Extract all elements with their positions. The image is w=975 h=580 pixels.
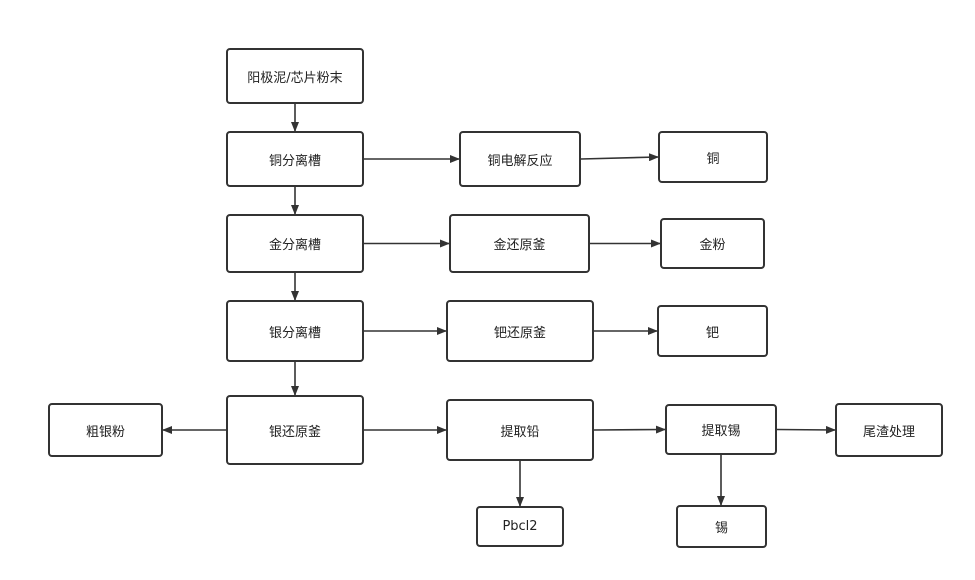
- node-label: 尾渣处理: [862, 424, 915, 440]
- node-tailings-treatment: 尾渣处理: [835, 403, 943, 457]
- node-gold-reduction-kettle: 金还原釜: [449, 214, 590, 273]
- edge-pb_ext-to-sn_ext: [593, 425, 666, 434]
- node-gold-separation-tank: 金分离槽: [226, 214, 364, 273]
- node-copper-separation-tank: 铜分离槽: [226, 131, 364, 187]
- node-label: 银分离槽: [268, 325, 321, 341]
- edge-cu_elec-to-cu: [580, 153, 659, 162]
- node-label: 金分离槽: [268, 238, 321, 253]
- node-gold-powder: 金粉: [660, 218, 765, 269]
- node-label: 银还原釜: [268, 424, 321, 440]
- node-label: 锡: [714, 521, 728, 536]
- node-crude-silver-powder: 粗银粉: [48, 403, 163, 457]
- node-silver-separation-tank: 银分离槽: [226, 300, 364, 362]
- node-label: 提取铅: [500, 424, 540, 440]
- node-label: 铜: [706, 151, 720, 167]
- edge-sn_ext-to-tailings: [776, 425, 836, 434]
- node-label: 钯: [705, 325, 719, 341]
- node-label: Pbcl2: [502, 519, 538, 534]
- node-label: 金粉: [699, 238, 726, 253]
- node-tin-extraction: 提取锡: [665, 404, 777, 455]
- node-label: 金还原釜: [493, 238, 546, 253]
- node-lead-extraction: 提取铅: [446, 399, 594, 461]
- node-silver-reduction-kettle: 银还原釜: [226, 395, 364, 465]
- node-copper-electrolysis: 铜电解反应: [459, 131, 581, 187]
- node-label: 提取锡: [701, 424, 741, 439]
- node-label: 铜电解反应: [487, 153, 553, 169]
- node-label: 阳极泥/芯片粉末: [247, 70, 343, 86]
- node-palladium-reduction-kettle: 钯还原釜: [446, 300, 594, 362]
- node-anode-mud: 阳极泥/芯片粉末: [226, 48, 364, 104]
- node-label: 粗银粉: [85, 424, 125, 440]
- node-label: 铜分离槽: [268, 153, 321, 169]
- node-label: 钯还原釜: [493, 325, 546, 341]
- node-tin: 锡: [676, 505, 767, 548]
- node-copper: 铜: [658, 131, 768, 183]
- node-palladium: 钯: [657, 305, 768, 357]
- node-pbcl2: Pbcl2: [476, 506, 564, 547]
